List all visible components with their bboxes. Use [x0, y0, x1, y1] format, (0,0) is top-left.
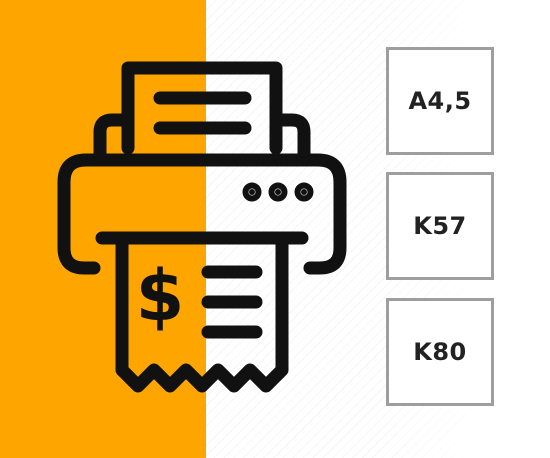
receipt-printer-icon: $	[57, 61, 347, 393]
paper-size-option-a45[interactable]: A4,5	[386, 47, 494, 155]
paper-size-label: K80	[413, 338, 467, 366]
paper-size-label: K57	[413, 212, 467, 240]
dollar-symbol: $	[136, 255, 185, 337]
paper-size-option-k57[interactable]: K57	[386, 172, 494, 280]
paper-size-option-k80[interactable]: K80	[386, 298, 494, 406]
paper-size-label: A4,5	[408, 87, 472, 115]
